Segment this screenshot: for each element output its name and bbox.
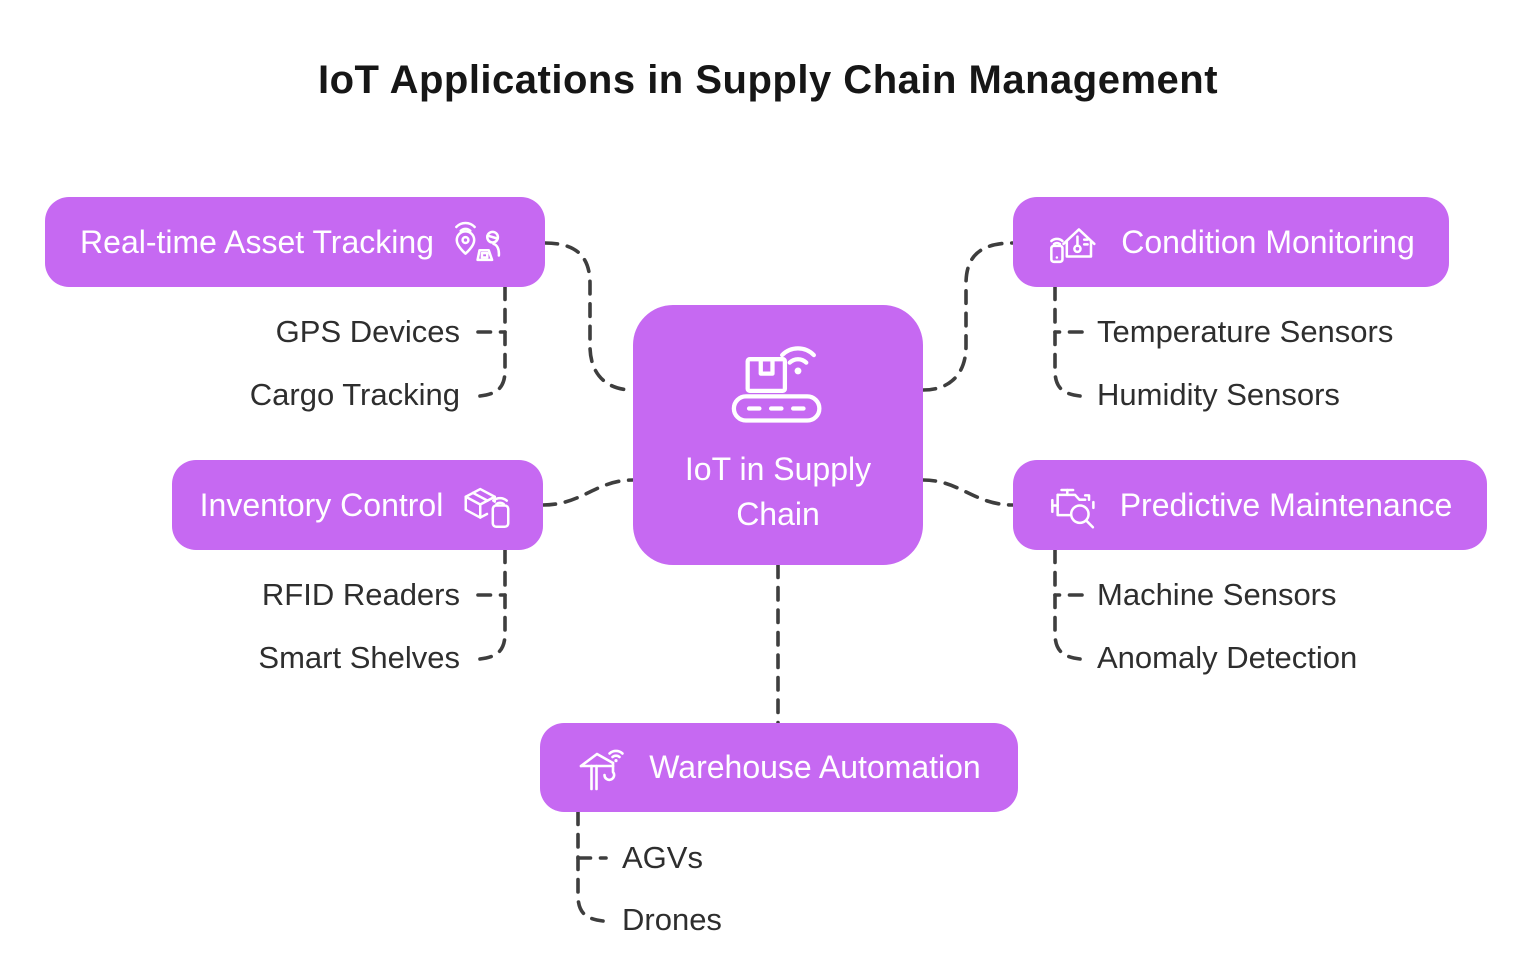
node-label: Real-time Asset Tracking	[80, 223, 434, 260]
leaf-temperature-sensors: Temperature Sensors	[1097, 314, 1394, 349]
conveyor-wifi-icon	[720, 333, 836, 435]
leaf-cargo-tracking: Cargo Tracking	[249, 377, 460, 412]
connector-inventory-control-to-center	[541, 478, 635, 507]
connector-condition-leaves-trunk	[1053, 285, 1082, 398]
warehouse-automation-icon	[577, 742, 633, 794]
connector-asset-leaves-trunk	[478, 285, 507, 398]
leaf-gps-devices: GPS Devices	[275, 314, 460, 349]
node-inventory-control: Inventory Control	[172, 460, 543, 550]
asset-tracking-icon	[450, 216, 510, 268]
node-label: Warehouse Automation	[649, 749, 981, 785]
node-condition-monitoring: Condition Monitoring	[1013, 197, 1449, 287]
leaf-drones: Drones	[622, 902, 722, 937]
connector-inventory-leaves-trunk	[478, 548, 507, 661]
leaf-anomaly-detection: Anomaly Detection	[1097, 640, 1358, 675]
connector-center-to-condition-monitoring	[921, 241, 1015, 392]
leaf-agvs: AGVs	[622, 840, 703, 875]
connector-warehouse-leaves-trunk	[576, 810, 605, 923]
predictive-maintenance-icon	[1048, 480, 1104, 530]
connector-center-to-predictive-maintenance	[921, 478, 1015, 507]
leaf-smart-shelves: Smart Shelves	[258, 640, 460, 675]
node-iot-in-supply-chain: IoT in Supply Chain	[633, 305, 923, 565]
condition-monitoring-icon	[1047, 217, 1105, 267]
node-label: Predictive Maintenance	[1119, 486, 1453, 523]
node-label: Inventory Control	[199, 486, 444, 523]
leaf-machine-sensors: Machine Sensors	[1097, 577, 1337, 612]
node-real-time-asset-tracking: Real-time Asset Tracking	[45, 197, 545, 287]
node-label: IoT in Supply Chain	[684, 451, 872, 532]
connector-asset-tracking-to-center	[543, 241, 635, 392]
inventory-control-icon	[459, 480, 515, 530]
leaf-rfid-readers: RFID Readers	[261, 577, 460, 612]
page-title: IoT Applications in Supply Chain Managem…	[317, 58, 1219, 102]
node-predictive-maintenance: Predictive Maintenance	[1013, 460, 1487, 550]
node-warehouse-automation: Warehouse Automation	[540, 723, 1018, 812]
connector-predictive-leaves-trunk	[1053, 548, 1082, 661]
leaf-humidity-sensors: Humidity Sensors	[1097, 377, 1340, 412]
node-label: Condition Monitoring	[1121, 223, 1415, 260]
